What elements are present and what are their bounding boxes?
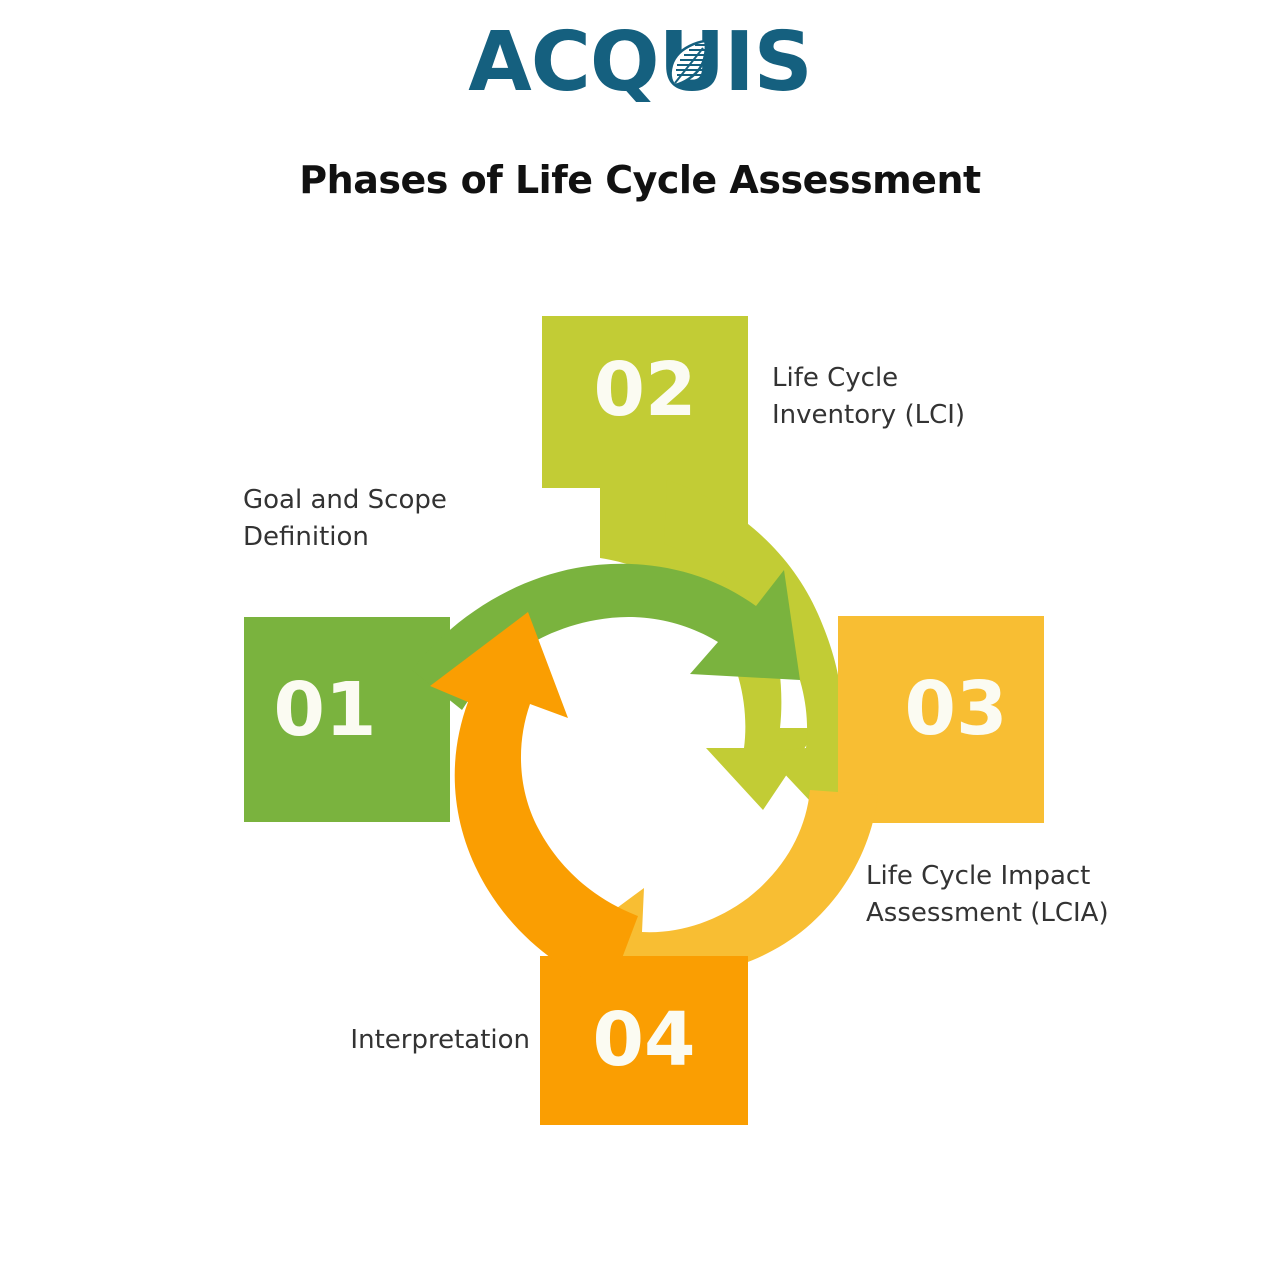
brand-header: ACQUIS [0, 22, 1280, 104]
brand-name: ACQUIS [468, 15, 813, 110]
phase-02-group[interactable]: 02 [542, 316, 884, 818]
brand-logo: ACQUIS [468, 22, 813, 104]
phase-04-group[interactable]: 04 [430, 612, 748, 1125]
phase-04-label: Interpretation [350, 1025, 530, 1055]
phase-01-group[interactable]: 01 [244, 563, 800, 822]
phase-01-number: 01 [274, 667, 377, 753]
phase-03-number: 03 [905, 666, 1008, 752]
phase-01-label: Goal and Scope Definition [243, 485, 447, 552]
phase-04-number: 04 [593, 997, 696, 1083]
phase-03-label: Life Cycle Impact Assessment (LCIA) [866, 861, 1109, 928]
phase-02-number: 02 [594, 347, 697, 433]
page-title: Phases of Life Cycle Assessment [299, 158, 981, 202]
lca-cycle-diagram: 02 01 03 04 [0, 250, 1280, 1180]
phase-02-label: Life Cycle Inventory (LCI) [772, 363, 966, 430]
